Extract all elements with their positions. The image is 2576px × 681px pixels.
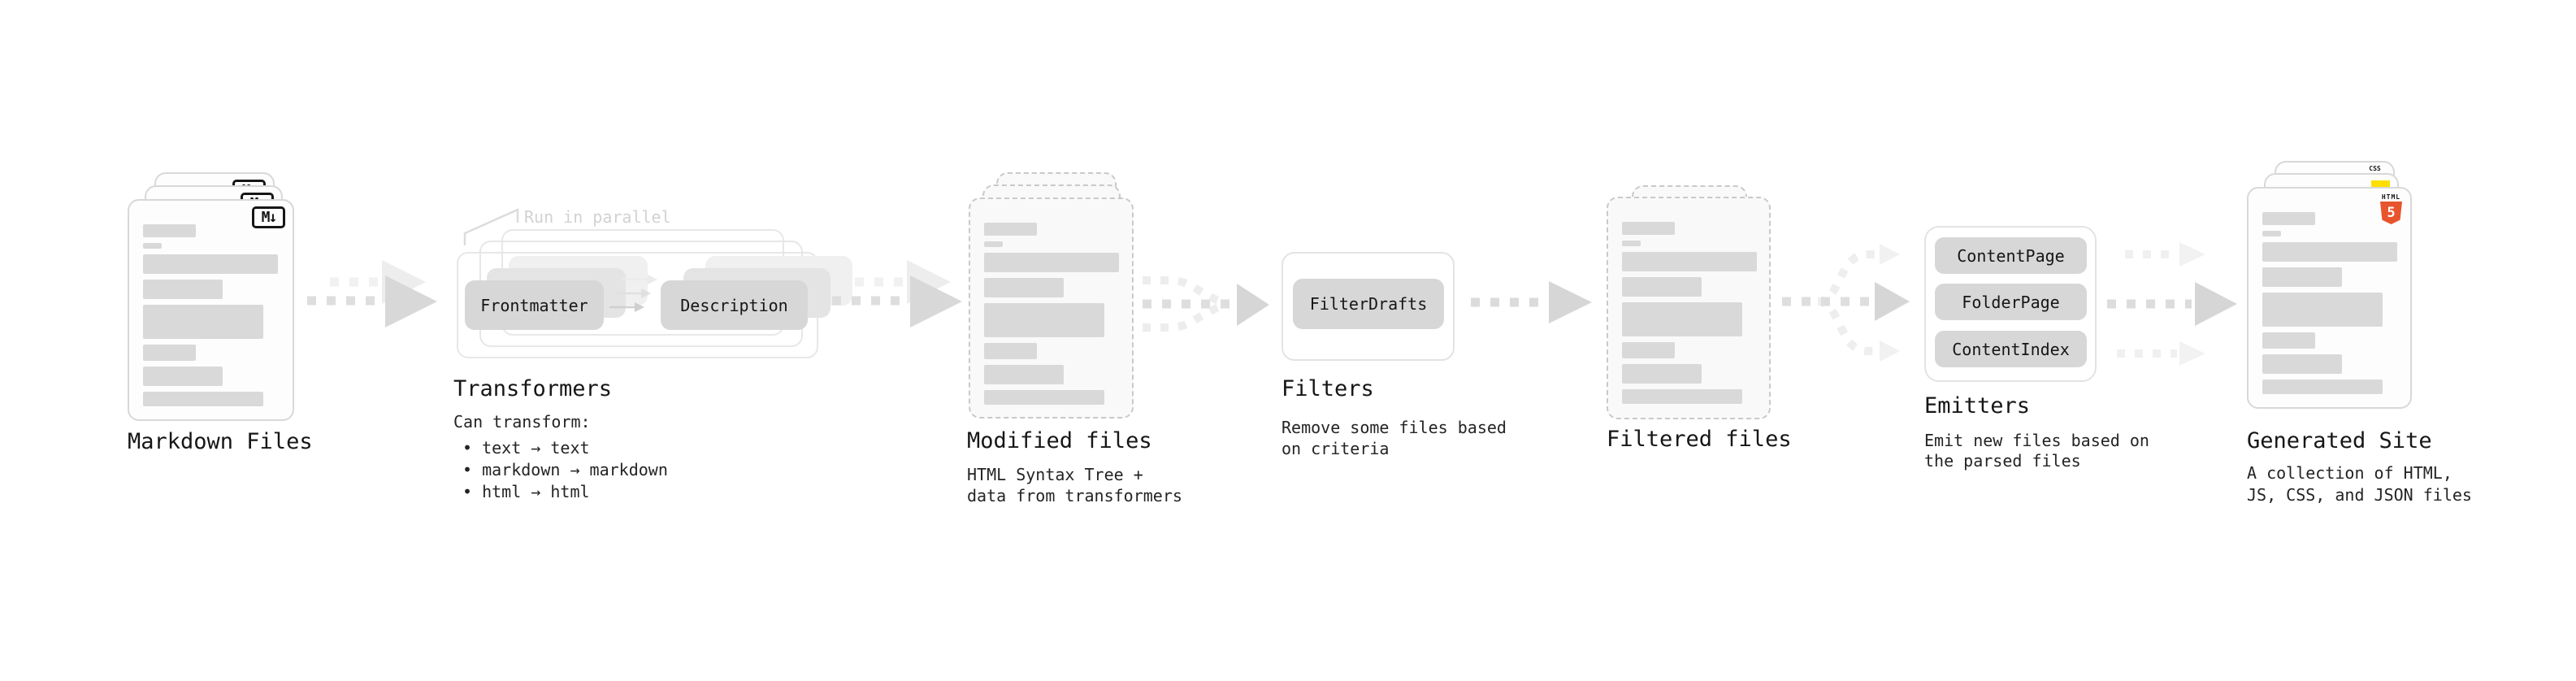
filtered-file-card-front [1607,197,1771,419]
generated-site-desc: A collection of HTML, JS, CSS, and JSON … [2247,463,2472,505]
contentindex-chip: ContentIndex [1935,331,2087,367]
file-skeleton-lines [1622,222,1757,404]
bullet-item: • markdown → markdown [462,460,668,479]
run-in-parallel-note: Run in parallel [524,207,671,227]
flow-arrow-merge-modified-to-filters [1143,276,1269,332]
flow-arrow-transformers-to-modified [832,260,962,327]
generated-site-label: Generated Site [2247,428,2432,453]
parallel-arrows-icon [609,275,657,312]
flow-arrows-emitters-to-generated [2107,242,2237,366]
filterdrafts-chip: FilterDrafts [1293,279,1444,329]
modified-files-desc: HTML Syntax Tree + data from transformer… [967,465,1182,505]
markdown-files-label: Markdown Files [128,429,313,454]
contentpage-chip: ContentPage [1935,237,2087,274]
frontmatter-chip: Frontmatter [465,280,604,330]
modified-files-label: Modified files [967,428,1152,453]
filters-desc: Remove some files based on criteria [1281,418,1507,458]
file-skeleton-lines [143,224,278,406]
note-leader-line [463,208,519,245]
flow-arrow-filters-to-filtered [1471,281,1592,323]
transformers-bullet-list: • text → text • markdown → markdown • ht… [462,437,668,503]
transformers-label: Transformers [453,376,613,401]
transformers-desc-heading: Can transform: [453,412,591,432]
bullet-item: • html → html [462,482,590,501]
file-skeleton-lines [984,223,1119,405]
description-chip: Description [661,280,808,330]
html5-icon: HTML 5 [2380,193,2402,224]
filters-label: Filters [1281,376,1374,401]
emitters-desc: Emit new files based on the parsed files [1924,431,2149,471]
flow-arrow-split-filtered-to-emitters [1782,244,1910,362]
markdown-file-card-front: M↓ [128,199,294,421]
bullet-item: • text → text [462,438,590,458]
markdown-icon: M↓ [252,206,285,228]
filtered-files-label: Filtered files [1607,427,1792,452]
folderpage-chip: FolderPage [1935,284,2087,320]
modified-file-card-front [969,197,1134,419]
flow-arrow-markdown-to-transformers [307,260,437,327]
emitters-label: Emitters [1924,393,2031,419]
file-skeleton-lines [2262,212,2397,394]
html-file-card: HTML 5 [2247,187,2412,409]
